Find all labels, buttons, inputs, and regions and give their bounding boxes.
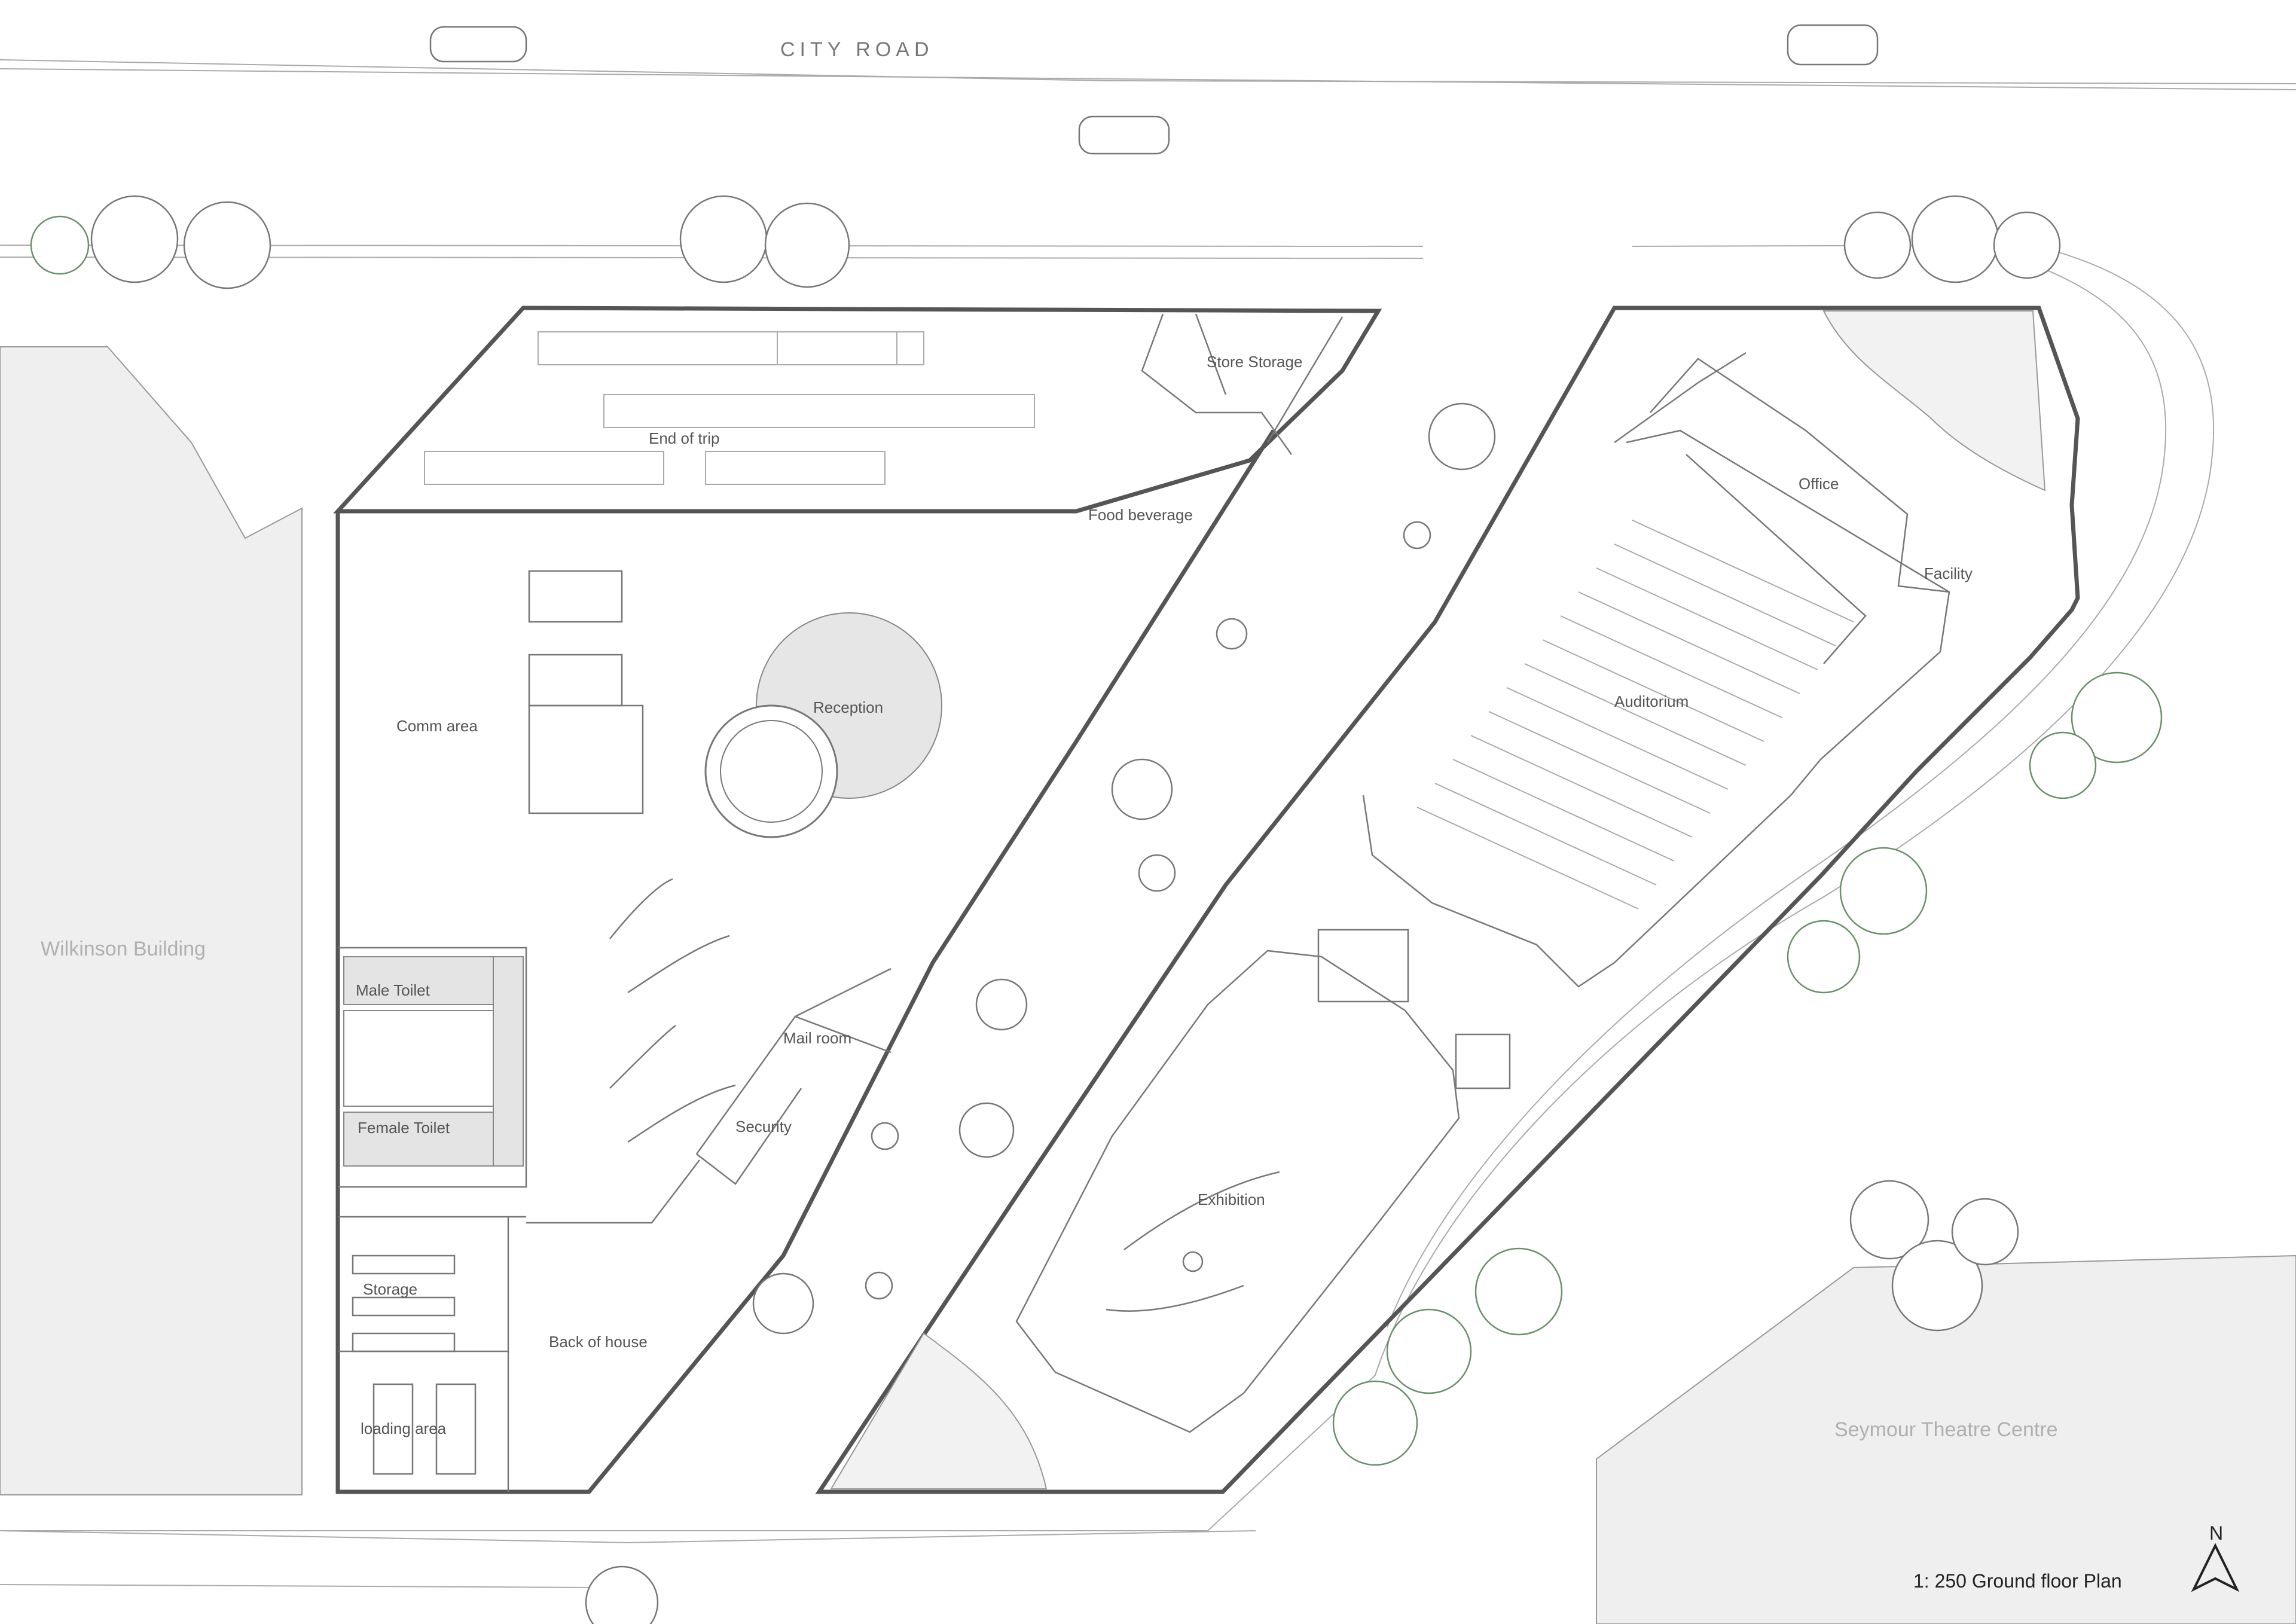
room-label: Exhibition (1198, 1190, 1265, 1208)
neighbour-label: Seymour Theatre Centre (1834, 1418, 2058, 1441)
tree-icon (90, 195, 179, 283)
north-label: N (2209, 1522, 2223, 1544)
cars (429, 24, 1879, 155)
roads (0, 59, 2296, 1588)
room-label: Auditorium (1614, 692, 1689, 710)
stair (528, 704, 644, 814)
auditorium-seating (1416, 520, 1854, 909)
road-label: CITY ROAD (780, 38, 934, 61)
tree-icon (1787, 920, 1861, 994)
tree-icon (764, 202, 850, 288)
tree-icon (1849, 1180, 1929, 1260)
tree-icon (2071, 671, 2163, 764)
room-label: Storage (363, 1280, 417, 1298)
room-label: Male Toilet (356, 981, 430, 999)
plan-title: 1: 250 Ground floor Plan (1913, 1570, 2122, 1592)
neighbour-label: Wilkinson Building (41, 938, 206, 960)
tree-icon (1951, 1198, 2019, 1266)
room-label: Facility (1924, 564, 1973, 582)
car-icon (1078, 115, 1170, 155)
stair (1455, 1033, 1511, 1089)
room-label: Reception (813, 698, 883, 716)
tree-icon (1386, 1308, 1472, 1394)
tree-icon (1911, 195, 1999, 283)
north-arrow-icon: N (2191, 1522, 2240, 1592)
labels: CITY ROAD Wilkinson Building Seymour The… (41, 38, 2122, 1592)
lift-core (1317, 929, 1409, 1003)
tree-icon (2029, 731, 2097, 799)
seymour-theatre-footprint (1596, 1254, 2296, 1624)
room-label: Female Toilet (358, 1119, 450, 1137)
tree-icon (679, 195, 768, 283)
tree-icon (1474, 1247, 1563, 1336)
tree-icon (1839, 847, 1928, 935)
car-icon (429, 26, 527, 63)
garden-south (830, 1332, 1048, 1489)
room-label: Store Storage (1207, 353, 1302, 371)
reception-desk (704, 704, 838, 838)
room-label: End of trip (649, 429, 720, 447)
room-label: Office (1799, 475, 1839, 493)
tree-icon (1993, 211, 2061, 279)
car-icon (1787, 24, 1879, 66)
garden-north (1822, 310, 2046, 492)
tree-icon (585, 1565, 659, 1624)
room-label: Mail room (783, 1029, 851, 1047)
room-label: Back of house (549, 1333, 648, 1351)
room-label: Food beverage (1088, 506, 1193, 524)
wilkinson-building-footprint (0, 346, 303, 1495)
east-building (815, 306, 2080, 1494)
lift-core (528, 654, 623, 707)
street-trees (30, 195, 2163, 1624)
west-building (333, 306, 1382, 1494)
tree-icon (183, 201, 271, 289)
tree-icon (1332, 1380, 1418, 1466)
courtyard-trees (752, 402, 1496, 1335)
room-label: loading area (361, 1420, 447, 1437)
toilet-fixtures (343, 956, 494, 1005)
tree-icon (30, 215, 90, 275)
tree-icon (1891, 1240, 1983, 1332)
tree-icon (1843, 211, 1912, 279)
lift-core (528, 570, 623, 623)
room-label: Security (735, 1118, 792, 1135)
neighbour-buildings (0, 346, 2296, 1624)
room-label: Comm area (396, 717, 478, 735)
